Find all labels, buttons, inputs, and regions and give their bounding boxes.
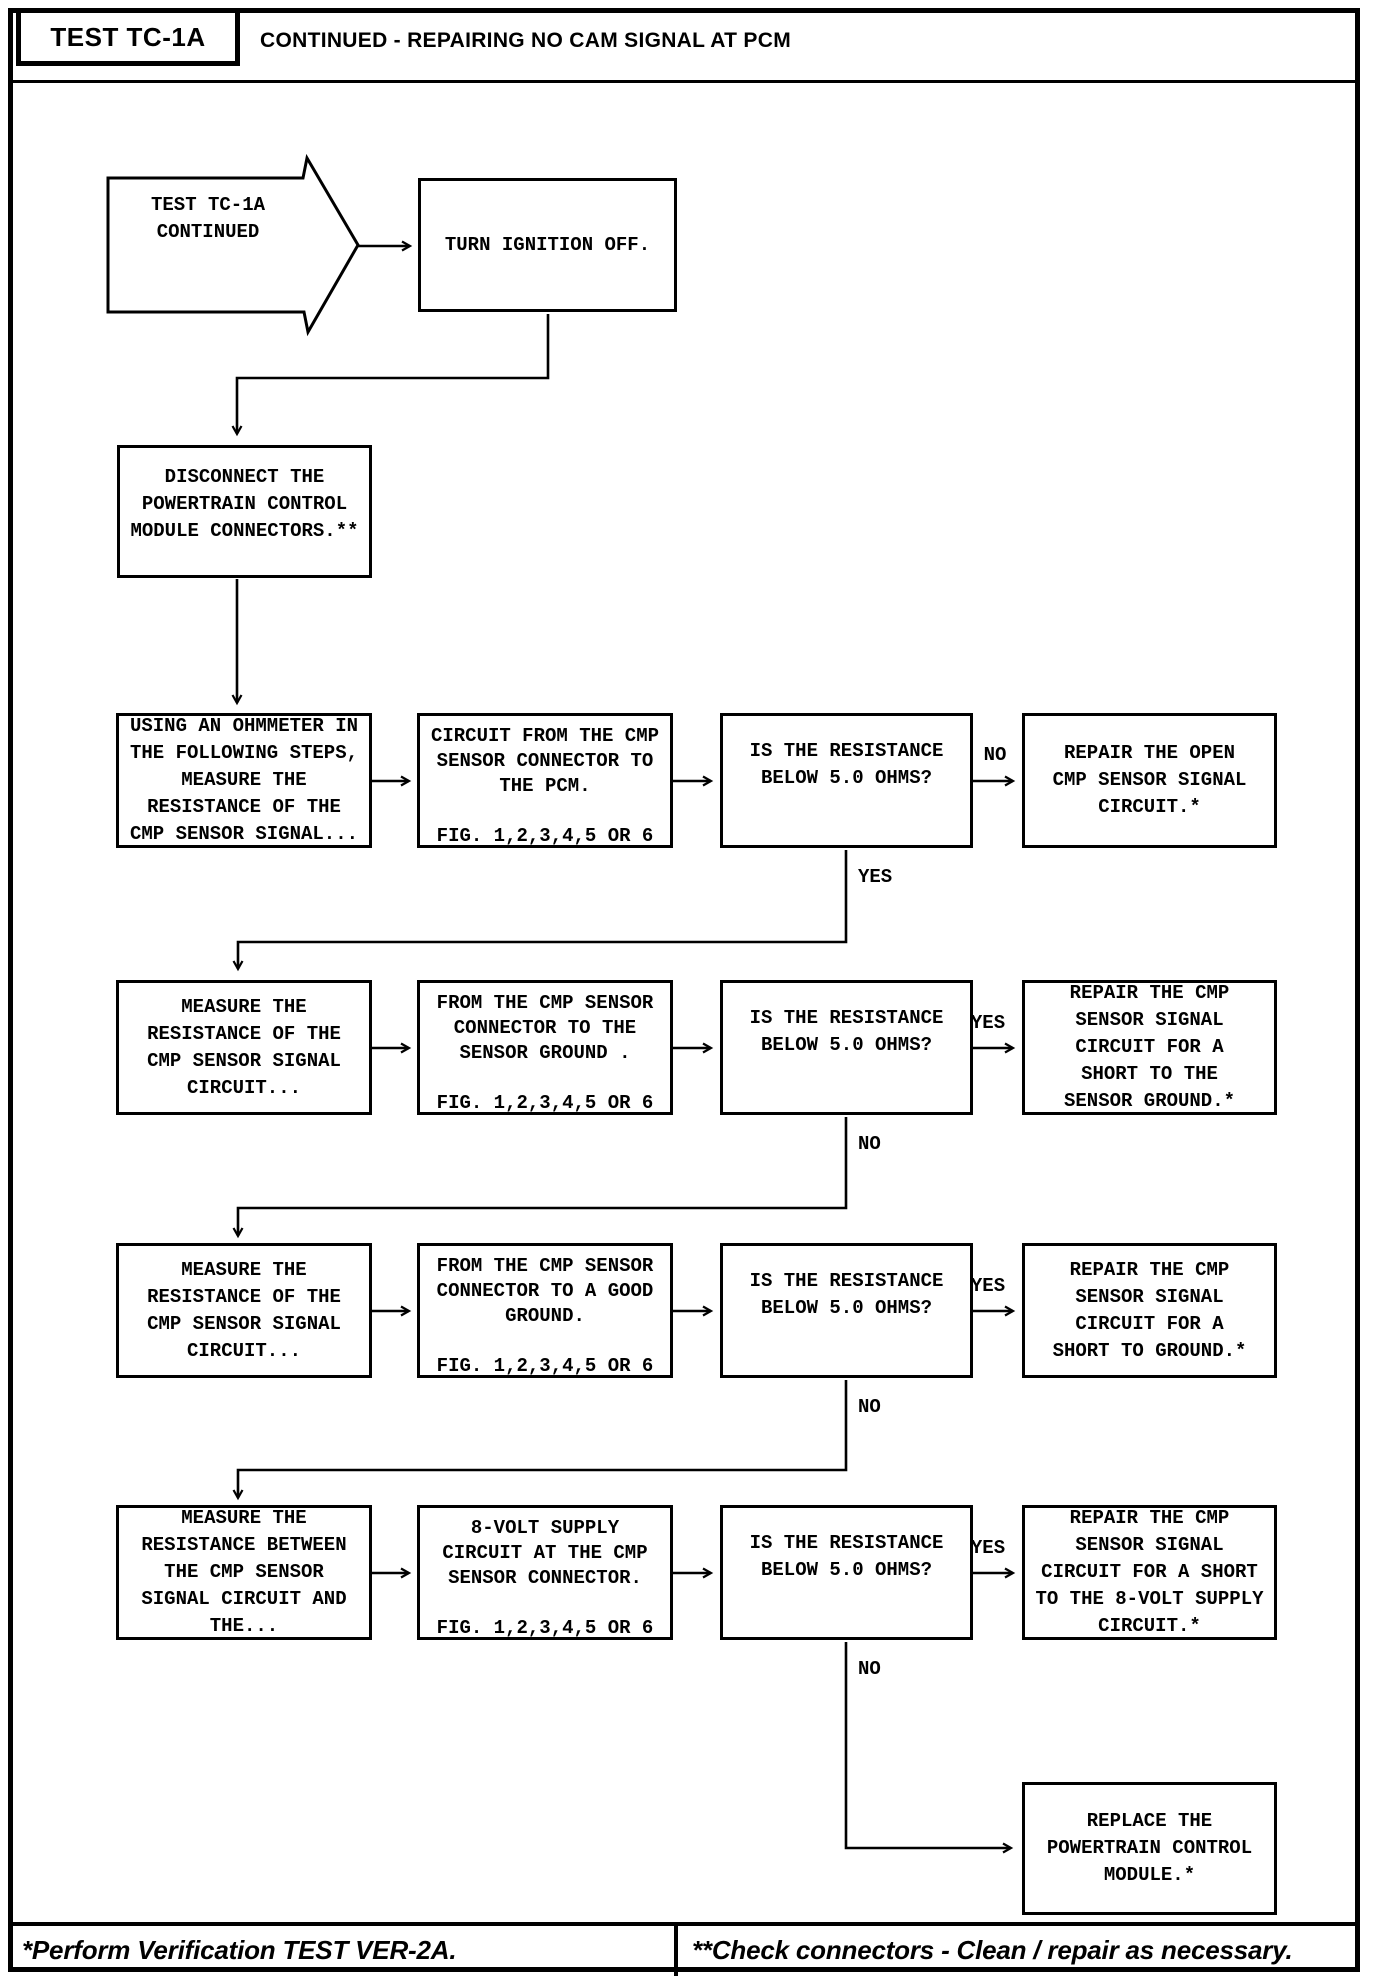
branch-label-row2-yes: YES: [970, 1012, 1006, 1034]
node-row4-measure-resistance-between: MEASURE THE RESISTANCE BETWEEN THE CMP S…: [116, 1505, 372, 1640]
branch-label-row3-no: NO: [858, 1396, 881, 1418]
node-row2-measure-resistance: MEASURE THE RESISTANCE OF THE CMP SENSOR…: [116, 980, 372, 1115]
node-row4-8volt-supply-circuit: 8-VOLT SUPPLY CIRCUIT AT THE CMP SENSOR …: [417, 1505, 673, 1640]
node-row1-using-ohmmeter: USING AN OHMMETER IN THE FOLLOWING STEPS…: [116, 713, 372, 848]
page-title: CONTINUED - REPAIRING NO CAM SIGNAL AT P…: [260, 29, 791, 52]
branch-label-row4-yes: YES: [970, 1537, 1006, 1559]
footer-top-rule: [8, 1922, 1360, 1926]
decision-row3-resistance-below-5-ohms: IS THE RESISTANCE BELOW 5.0 OHMS?: [720, 1243, 973, 1378]
node-row1-circuit-to-pcm: CIRCUIT FROM THE CMP SENSOR CONNECTOR TO…: [417, 713, 673, 848]
branch-label-row1-yes: YES: [858, 866, 893, 888]
branch-label-row2-no: NO: [858, 1133, 881, 1155]
start-node-label: TEST TC-1A CONTINUED: [150, 194, 266, 243]
node-turn-ignition-off: TURN IGNITION OFF.: [418, 178, 677, 312]
decision-row1-resistance-below-5-ohms: IS THE RESISTANCE BELOW 5.0 OHMS?: [720, 713, 973, 848]
node-replace-pcm: REPLACE THE POWERTRAIN CONTROL MODULE.*: [1022, 1782, 1277, 1915]
node-row2-connector-to-sensor-ground: FROM THE CMP SENSOR CONNECTOR TO THE SEN…: [417, 980, 673, 1115]
branch-label-row1-no: NO: [983, 744, 1007, 766]
branch-label-row3-yes: YES: [970, 1275, 1006, 1297]
node-disconnect-pcm-connectors: DISCONNECT THE POWERTRAIN CONTROL MODULE…: [117, 445, 372, 578]
header-divider-line: [8, 80, 1360, 83]
test-id-box: TEST TC-1A: [16, 8, 240, 66]
decision-row4-resistance-below-5-ohms: IS THE RESISTANCE BELOW 5.0 OHMS?: [720, 1505, 973, 1640]
node-row1-repair-open-circuit: REPAIR THE OPEN CMP SENSOR SIGNAL CIRCUI…: [1022, 713, 1277, 848]
node-row3-repair-short-to-ground: REPAIR THE CMP SENSOR SIGNAL CIRCUIT FOR…: [1022, 1243, 1277, 1378]
page-border: [8, 8, 1360, 1972]
footnote-check-connectors: **Check connectors - Clean / repair as n…: [692, 1934, 1293, 1965]
start-banner-shape: [106, 153, 360, 337]
footer-divider: [674, 1922, 678, 1976]
branch-label-row4-no: NO: [858, 1658, 881, 1680]
node-row2-repair-short-to-sensor-ground: REPAIR THE CMP SENSOR SIGNAL CIRCUIT FOR…: [1022, 980, 1277, 1115]
decision-row2-resistance-below-5-ohms: IS THE RESISTANCE BELOW 5.0 OHMS?: [720, 980, 973, 1115]
node-row3-connector-to-good-ground: FROM THE CMP SENSOR CONNECTOR TO A GOOD …: [417, 1243, 673, 1378]
node-row3-measure-resistance: MEASURE THE RESISTANCE OF THE CMP SENSOR…: [116, 1243, 372, 1378]
node-row4-repair-short-to-8volt-supply: REPAIR THE CMP SENSOR SIGNAL CIRCUIT FOR…: [1022, 1505, 1277, 1640]
test-id-label: TEST TC-1A: [50, 21, 206, 52]
footnote-verification: *Perform Verification TEST VER-2A.: [22, 1934, 457, 1965]
